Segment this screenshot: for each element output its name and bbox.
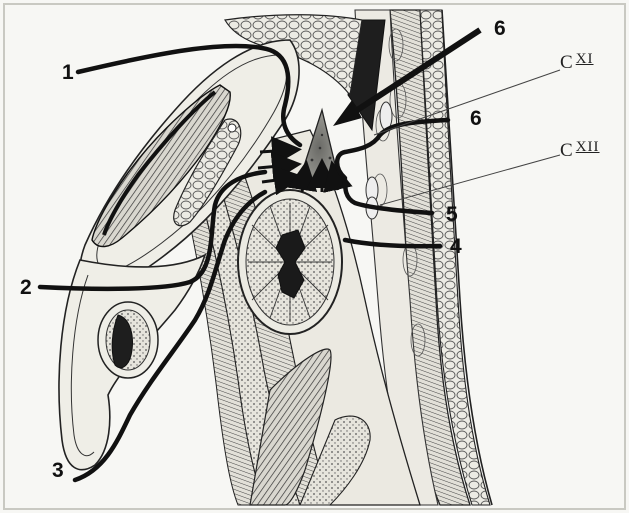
label-3: 3	[52, 460, 64, 481]
label-4: 4	[450, 236, 462, 257]
vertebra-c12-prefix: C	[560, 140, 573, 161]
label-5: 5	[446, 204, 458, 225]
vertebra-c11-prefix: C	[560, 52, 573, 73]
label-6-right: 6	[470, 108, 482, 129]
vertebra-c11-numeral: XI	[576, 51, 594, 67]
label-6-top: 6	[494, 18, 506, 39]
label-1: 1	[62, 62, 74, 83]
label-2: 2	[20, 277, 32, 298]
vertebra-c12-numeral: XII	[576, 139, 600, 155]
